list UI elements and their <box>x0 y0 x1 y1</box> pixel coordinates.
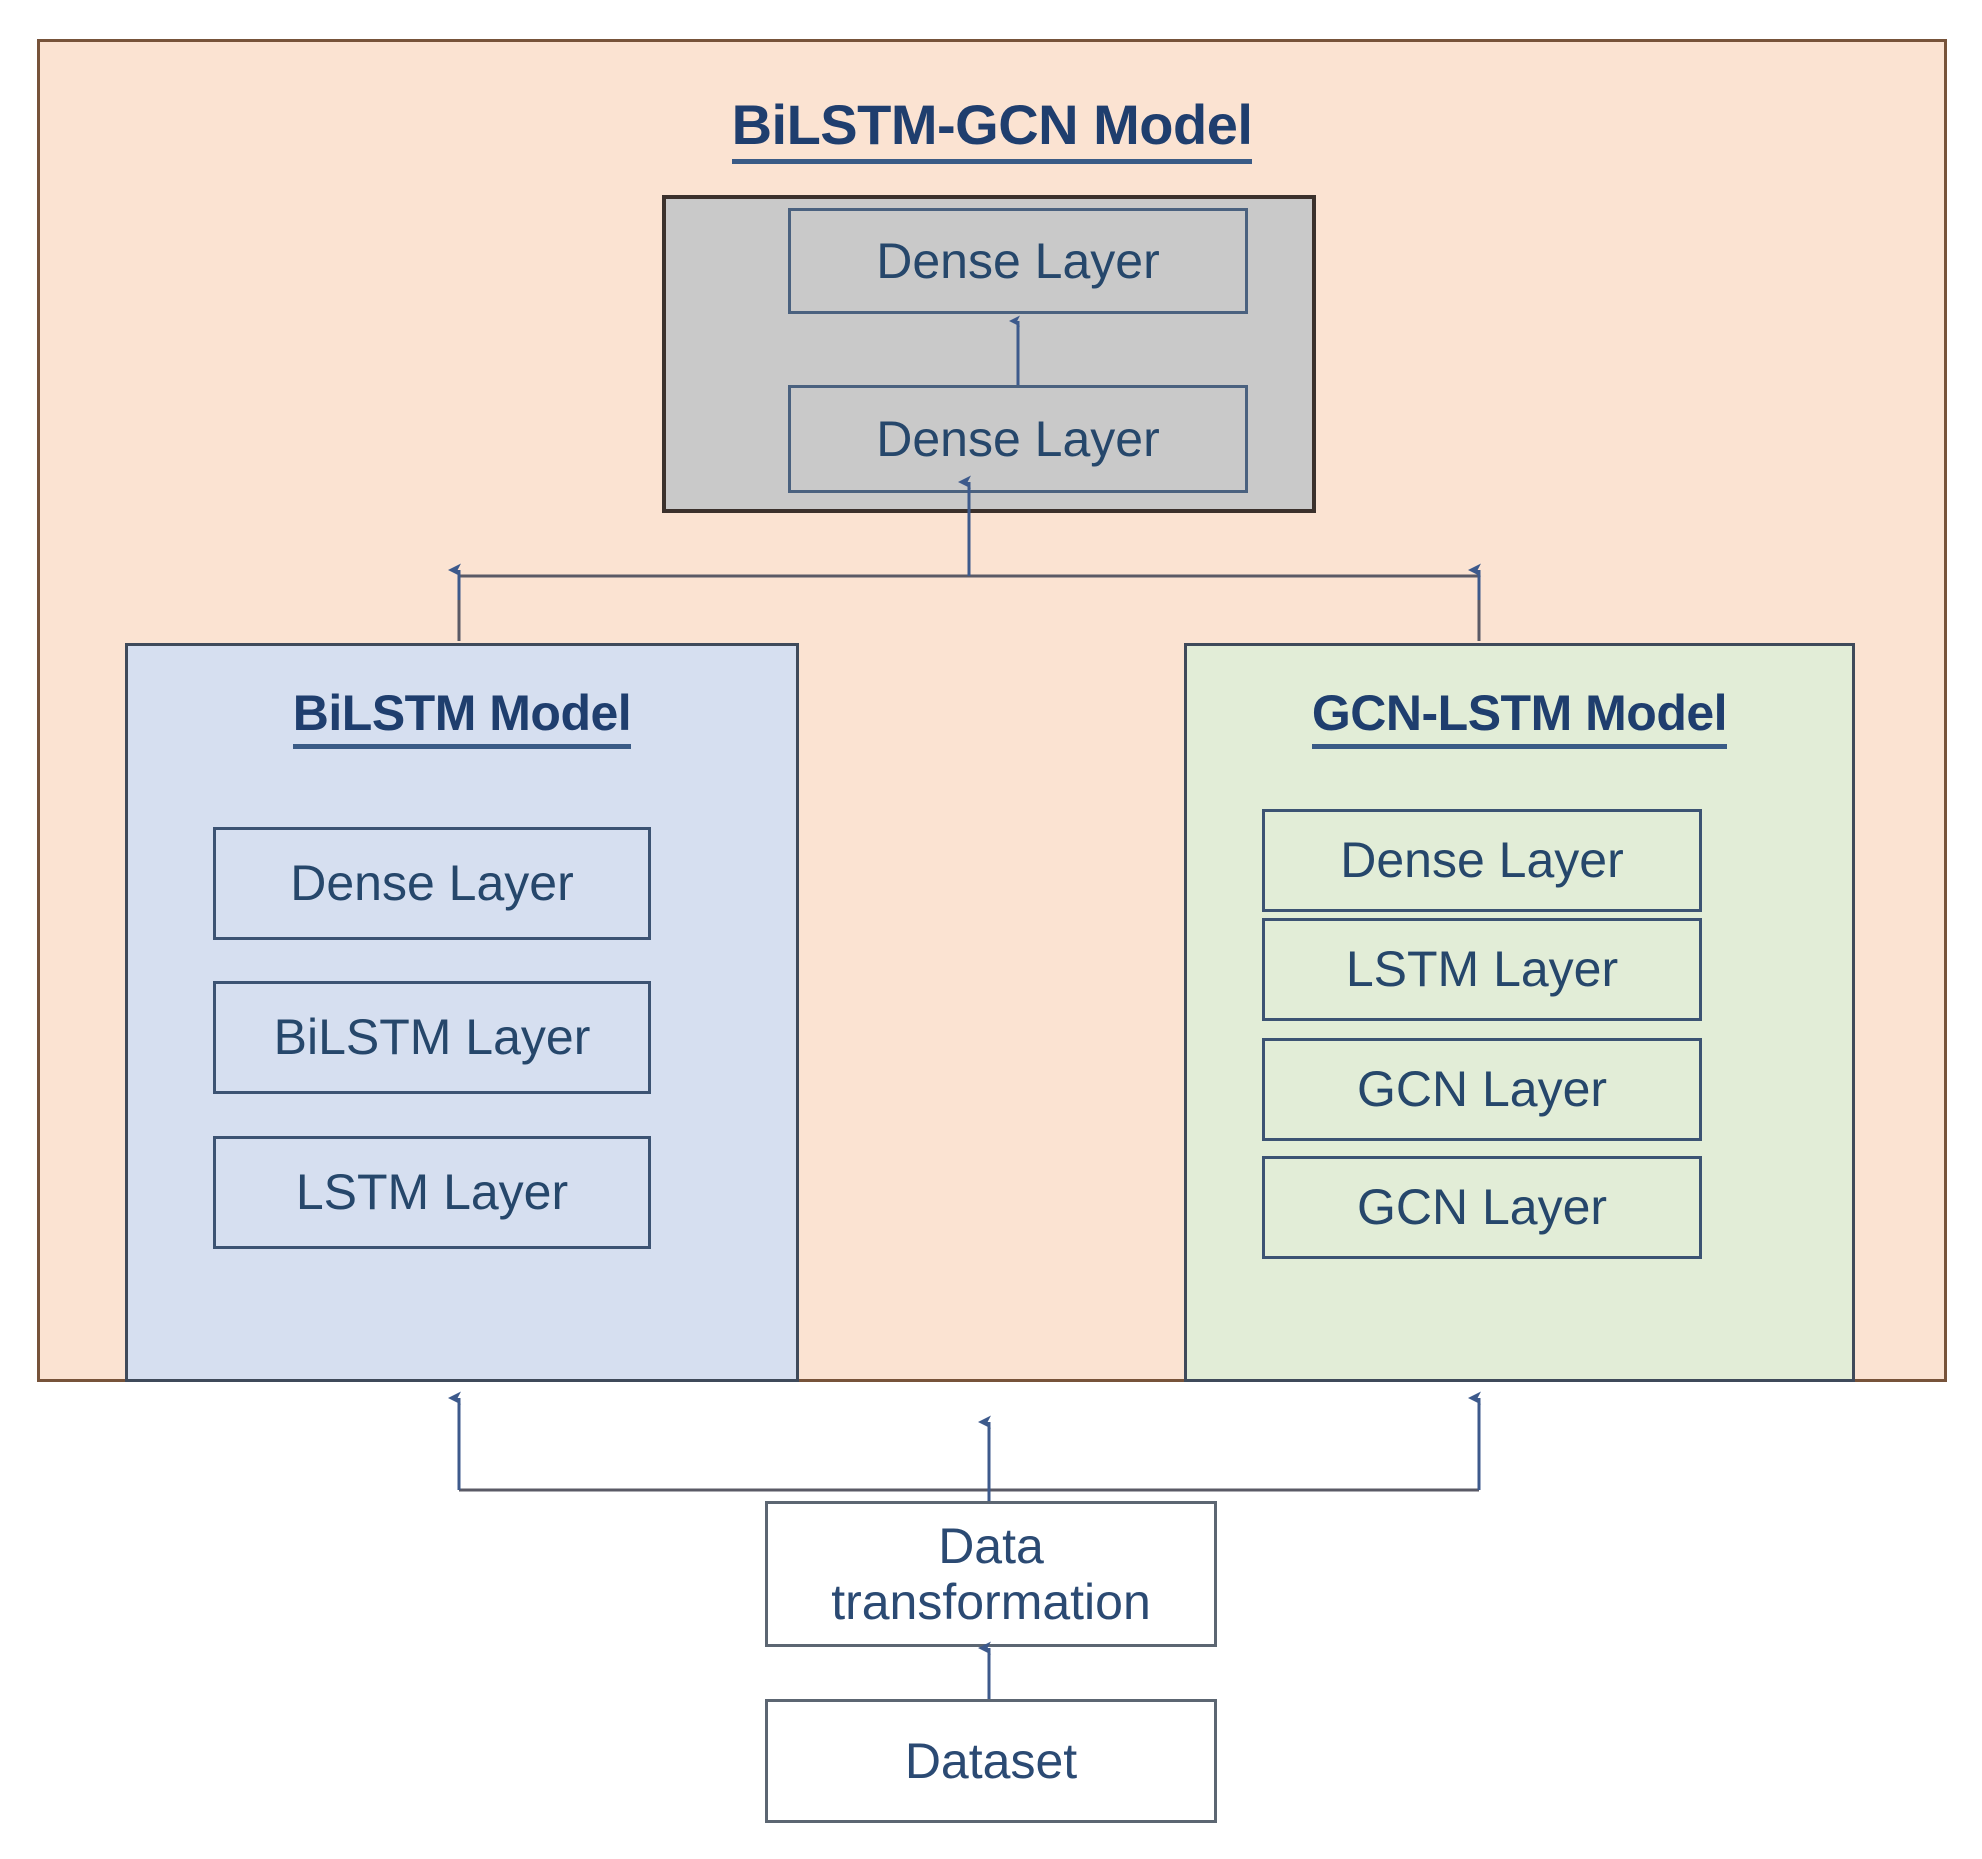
gcn-lstm-lstm-layer[interactable]: LSTM Layer <box>1262 918 1702 1021</box>
bilstm-gcn-model-container: BiLSTM-GCN Model Dense Layer Dense Layer… <box>37 39 1947 1382</box>
bilstm-model-title-text: BiLSTM Model <box>292 684 632 749</box>
page-title: BiLSTM-GCN Model <box>40 92 1944 164</box>
arrow-dense-lower-to-upper <box>1009 315 1020 385</box>
dataset-label: Dataset <box>904 1733 1078 1789</box>
top-dense-layer-lower[interactable]: Dense Layer <box>788 385 1248 493</box>
dataset-box[interactable]: Dataset <box>765 1699 1217 1823</box>
data-transformation-box[interactable]: Data transformation <box>765 1501 1217 1647</box>
bilstm-model-title: BiLSTM Model <box>128 684 796 749</box>
bilstm-model-panel: BiLSTM Model Dense Layer BiLSTM Layer LS… <box>125 643 799 1382</box>
gcn-lstm-model-title-text: GCN-LSTM Model <box>1311 684 1728 749</box>
top-dense-block: Dense Layer Dense Layer <box>662 195 1316 513</box>
gcn-lstm-model-title: GCN-LSTM Model <box>1187 684 1852 749</box>
gcn-lstm-gcn-layer-upper[interactable]: GCN Layer <box>1262 1038 1702 1141</box>
gcn-lstm-gcn-layer-lower[interactable]: GCN Layer <box>1262 1156 1702 1259</box>
data-transformation-line1: Data <box>938 1518 1044 1574</box>
bilstm-dense-layer[interactable]: Dense Layer <box>213 827 651 940</box>
gcn-lstm-model-panel: GCN-LSTM Model Dense Layer LSTM Layer GC… <box>1184 643 1855 1382</box>
gcn-lstm-dense-layer[interactable]: Dense Layer <box>1262 809 1702 912</box>
data-transformation-line2: transformation <box>831 1574 1151 1630</box>
top-dense-layer-upper[interactable]: Dense Layer <box>788 208 1248 314</box>
bilstm-bilstm-layer[interactable]: BiLSTM Layer <box>213 981 651 1094</box>
bilstm-lstm-layer[interactable]: LSTM Layer <box>213 1136 651 1249</box>
page-title-text: BiLSTM-GCN Model <box>731 92 1253 164</box>
